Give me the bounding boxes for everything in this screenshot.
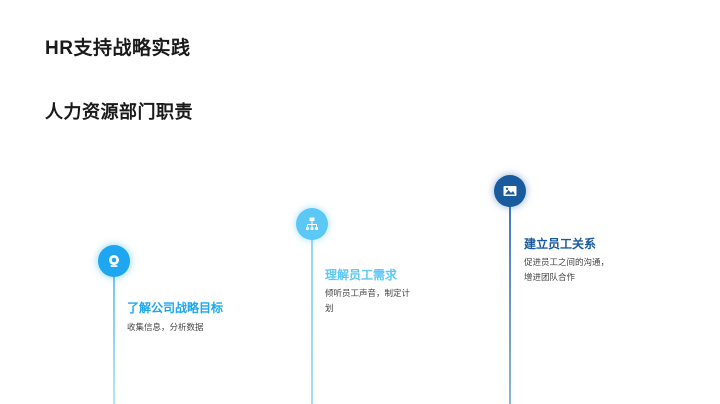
timeline-line-2 — [311, 238, 313, 404]
step-title-2: 理解员工需求 — [325, 268, 398, 282]
image-icon — [494, 175, 526, 207]
step-description-3: 促进员工之间的沟通，增进团队合作 — [524, 257, 610, 282]
org-chart-icon — [296, 208, 328, 240]
step-title-1: 了解公司战略目标 — [127, 301, 224, 315]
timeline-line-1 — [113, 272, 115, 404]
webcam-icon — [98, 245, 130, 277]
step-title-3: 建立员工关系 — [524, 237, 597, 251]
slide-subtitle: 人力资源部门职责 — [45, 102, 193, 122]
step-description-2: 倾听员工声音，制定计划 — [325, 288, 411, 313]
timeline-line-3 — [509, 205, 511, 404]
step-description-1: 收集信息，分析数据 — [127, 322, 204, 332]
slide-title: HR支持战略实践 — [45, 38, 191, 59]
